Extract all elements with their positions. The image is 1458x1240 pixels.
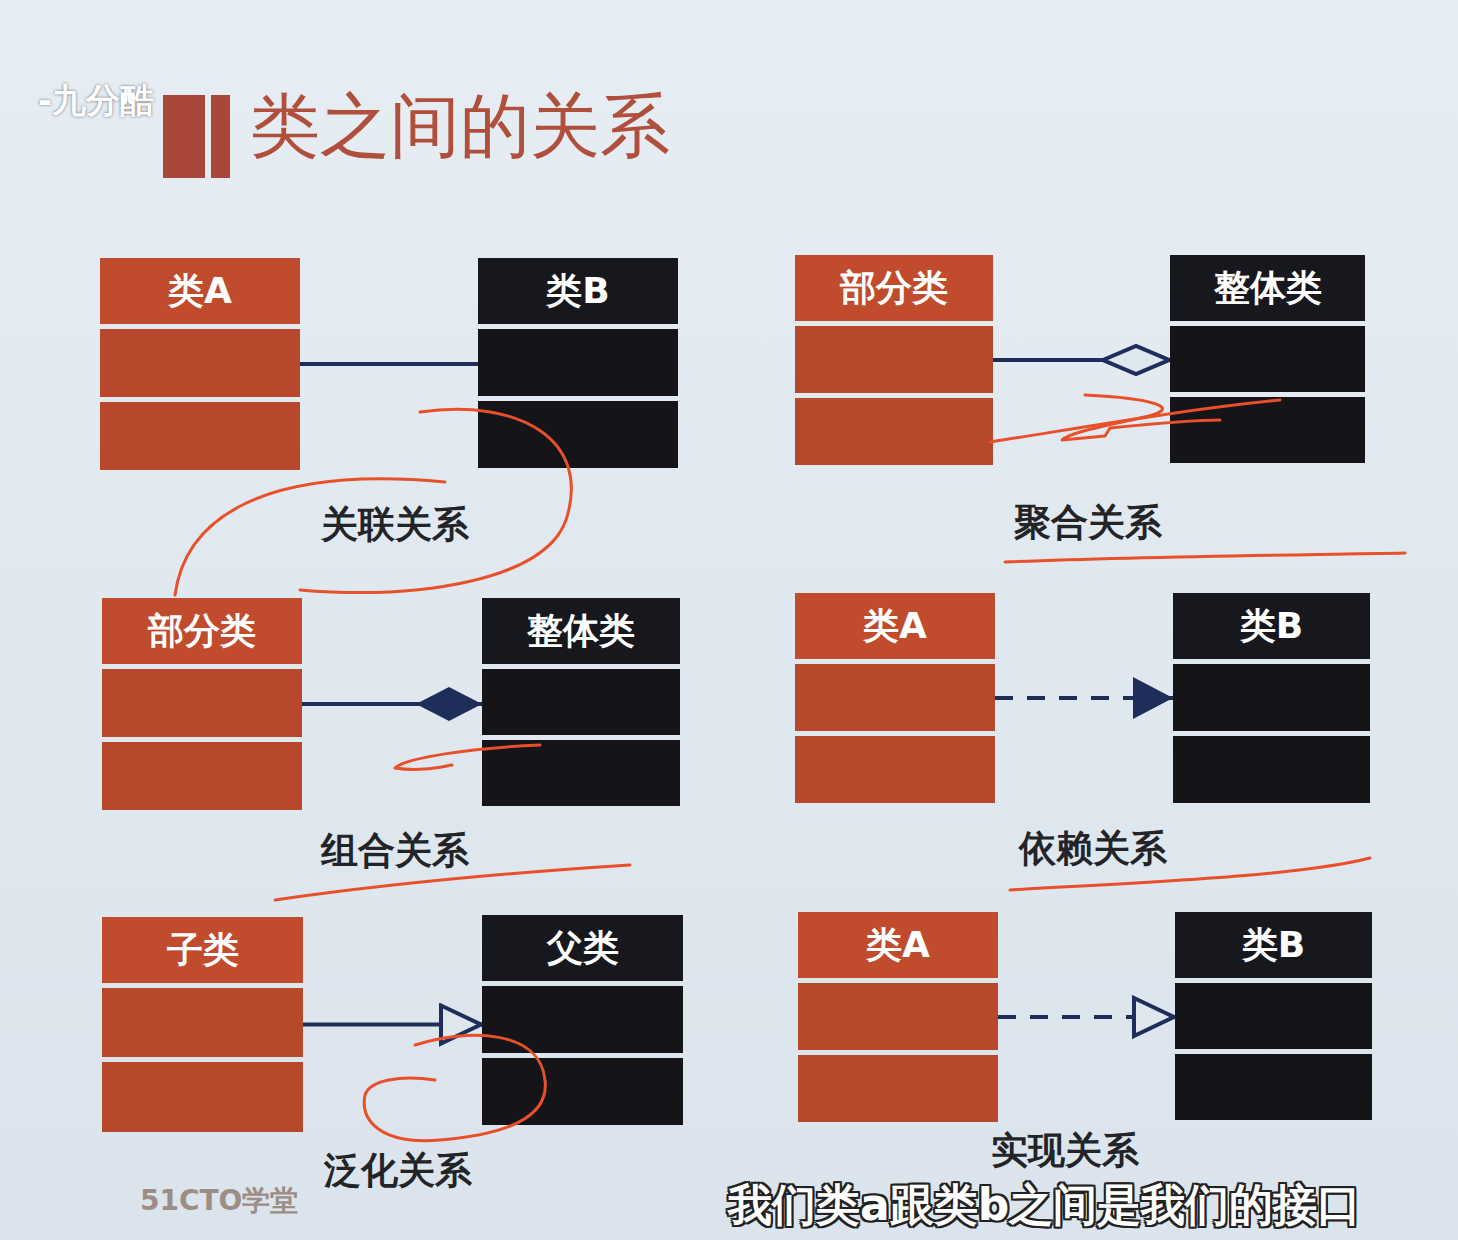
class-name-compartment: 类A [795, 593, 995, 659]
class-name-compartment: 类B [1173, 593, 1370, 659]
method-compartment [795, 736, 995, 803]
watermark: 51CTO学堂 [140, 1182, 298, 1220]
method-compartment [482, 1058, 683, 1125]
method-compartment [795, 398, 993, 465]
class-name: 部分类 [840, 267, 948, 308]
title-bar [211, 95, 230, 178]
class-box: 父类 [482, 915, 683, 1125]
relation-label: 关联关系 [321, 500, 469, 550]
relation-connector [303, 1023, 482, 1027]
attribute-compartment [1170, 326, 1365, 392]
class-name-compartment: 整体类 [482, 598, 680, 664]
class-name-compartment: 类B [478, 258, 678, 324]
class-name: 父类 [547, 927, 619, 968]
class-name-compartment: 子类 [102, 917, 303, 983]
relation-connector [993, 358, 1170, 362]
class-box: 整体类 [1170, 255, 1365, 463]
class-name: 类B [1242, 924, 1305, 965]
attribute-compartment [798, 983, 998, 1050]
class-box: 类B [1175, 912, 1372, 1120]
attribute-compartment [795, 326, 993, 393]
relation-connector [302, 702, 482, 706]
attribute-compartment [100, 329, 300, 397]
attribute-compartment [478, 329, 678, 396]
attribute-compartment [1173, 664, 1370, 731]
class-box: 类A [795, 593, 995, 803]
slide-title: 类之间的关系 [250, 88, 670, 165]
class-name-compartment: 部分类 [102, 598, 302, 664]
class-box: 类B [478, 258, 678, 468]
method-compartment [1170, 397, 1365, 463]
attribute-compartment [102, 669, 302, 737]
class-name-compartment: 整体类 [1170, 255, 1365, 321]
class-name: 类A [863, 605, 927, 646]
attribute-compartment [482, 669, 680, 735]
class-name-compartment: 类A [798, 912, 998, 978]
method-compartment [102, 1062, 303, 1132]
relation-label: 聚合关系 [1014, 498, 1162, 548]
class-name: 整体类 [1214, 267, 1322, 308]
relation-label: 依赖关系 [1019, 824, 1167, 874]
method-compartment [102, 742, 302, 810]
class-box: 部分类 [102, 598, 302, 810]
class-box: 类A [100, 258, 300, 470]
attribute-compartment [795, 664, 995, 731]
hand-underline [1005, 553, 1405, 562]
class-name: 部分类 [148, 610, 256, 651]
class-name: 整体类 [527, 610, 635, 651]
attribute-compartment [102, 988, 303, 1057]
attribute-compartment [1175, 983, 1372, 1049]
relation-label: 泛化关系 [324, 1146, 472, 1196]
relation-label: 组合关系 [321, 826, 469, 876]
method-compartment [798, 1055, 998, 1122]
class-box: 类A [798, 912, 998, 1122]
method-compartment [478, 401, 678, 468]
method-compartment [1175, 1054, 1372, 1120]
relation-connector [300, 362, 478, 366]
relation-label: 实现关系 [991, 1126, 1139, 1176]
method-compartment [1173, 736, 1370, 803]
relation-connector [998, 1015, 1175, 1019]
title-bar [163, 95, 205, 178]
class-name: 类B [1240, 605, 1303, 646]
class-box: 子类 [102, 917, 303, 1132]
class-box: 部分类 [795, 255, 993, 465]
method-compartment [482, 740, 680, 806]
attribute-compartment [482, 986, 683, 1053]
class-box: 类B [1173, 593, 1370, 803]
class-name-compartment: 父类 [482, 915, 683, 981]
class-name: 类A [168, 270, 232, 311]
class-name-compartment: 类A [100, 258, 300, 324]
class-name-compartment: 部分类 [795, 255, 993, 321]
class-name: 类B [546, 270, 609, 311]
class-name: 类A [866, 924, 930, 965]
subtitle: 我们类a跟类b之间是我们的接口 [728, 1176, 1361, 1235]
relation-connector [995, 696, 1173, 700]
watermark: -九分酷 [38, 78, 154, 124]
class-name: 子类 [167, 929, 239, 970]
method-compartment [100, 402, 300, 470]
class-name-compartment: 类B [1175, 912, 1372, 978]
class-box: 整体类 [482, 598, 680, 806]
